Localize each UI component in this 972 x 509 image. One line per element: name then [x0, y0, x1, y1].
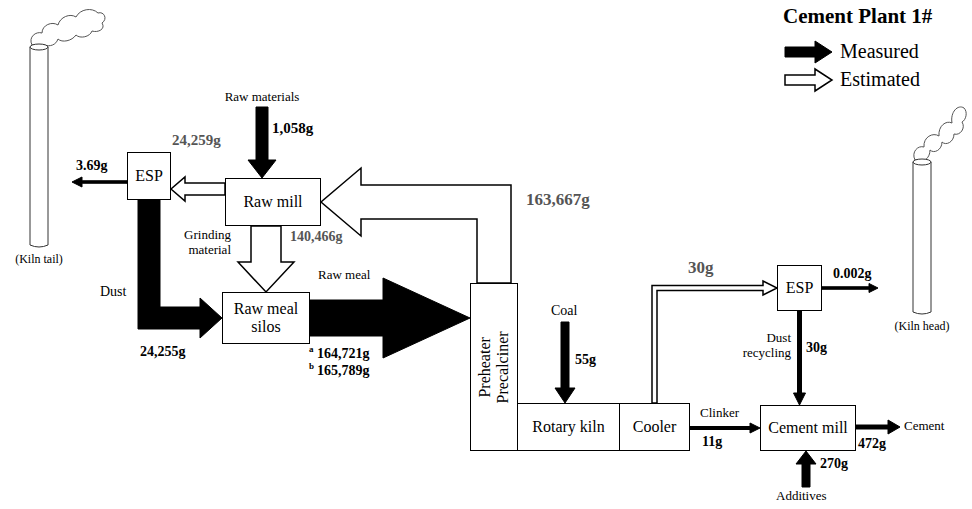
legend-measured-sample: [785, 41, 832, 63]
chimney-label: (Kiln head): [895, 320, 950, 334]
flow-value: 0.002g: [833, 266, 872, 282]
node-label: Raw meal silos: [227, 300, 305, 337]
node-label: Preheater Precalciner: [476, 312, 513, 422]
stack-outline: [913, 162, 931, 314]
estimated-flow-arrow: [171, 177, 225, 201]
additives-arrow: [796, 451, 816, 487]
node-label: ESP: [786, 279, 814, 297]
flow-label: 472g: [858, 436, 886, 452]
flow-value: Raw meal: [318, 268, 370, 283]
process-box: ESP: [777, 265, 822, 311]
node-label: Cement mill: [768, 419, 848, 437]
process-box: ESP: [127, 152, 171, 200]
chimney-stack: (Kiln head): [878, 90, 966, 334]
cement-arrow: [856, 420, 900, 434]
estimated-flow-arrow: [652, 281, 777, 403]
legend-text: Estimated: [840, 68, 920, 90]
measured-flow-arrow: [794, 311, 806, 405]
stack-top: [30, 44, 48, 50]
flow-label: Raw materials: [212, 90, 312, 105]
flow-label: a: [309, 344, 314, 354]
flow-label: Dust recycling: [735, 331, 791, 361]
flow-label: 270g: [820, 456, 848, 472]
measured-flow-arrow: [138, 200, 222, 338]
flow-value: 11g: [702, 434, 722, 450]
plant-title: Cement Plant 1#: [783, 4, 932, 28]
measured-flow-arrow: [822, 284, 878, 293]
coal-arrow: [555, 322, 575, 403]
legend-entry: Estimated: [840, 68, 920, 91]
smoke-outline: [31, 10, 105, 46]
node-label: ESP: [135, 167, 163, 185]
estimated-flow-arrow: [238, 226, 294, 292]
process-box: Cooler: [619, 403, 690, 451]
measured-flow-arrow: [690, 423, 760, 433]
flow-value: 3.69g: [76, 158, 108, 174]
flow-label: Grinding material: [176, 228, 231, 258]
flow-value: 30g: [806, 340, 827, 356]
smoke-outline: [914, 107, 966, 161]
flow-label: Cement: [904, 419, 944, 434]
process-box: Raw mill: [225, 178, 321, 226]
node-label: Rotary kiln: [532, 418, 604, 436]
stack-top: [913, 159, 931, 165]
node-label: Cooler: [633, 418, 677, 436]
flow-value: 24,259g: [172, 132, 221, 149]
chimney-outline: [6, 5, 72, 267]
flow-value: 140,466g: [290, 229, 343, 245]
chimney-outline: [878, 90, 966, 334]
raw-materials-arrow: [248, 107, 276, 178]
process-box: Rotary kiln: [517, 403, 620, 451]
stack-outline: [30, 47, 48, 247]
measured-flow-arrow: [72, 177, 127, 187]
process-box: Cement mill: [760, 405, 856, 451]
flow-label: 165,789g: [317, 363, 370, 379]
flow-label: 55g: [575, 352, 596, 368]
chimney-stack: (Kiln tail): [6, 5, 72, 267]
chimney-label: (Kiln tail): [15, 253, 63, 267]
process-box: Preheater Precalciner: [470, 283, 518, 451]
flow-value: 30g: [688, 258, 714, 278]
flow-label: b: [309, 361, 314, 371]
flow-label: Clinker: [700, 406, 739, 421]
flow-label: Additives: [776, 489, 827, 504]
flow-value: 163,667g: [526, 190, 590, 210]
node-label: Raw mill: [243, 193, 302, 211]
flow-value: 24,255g: [140, 344, 186, 360]
flow-label: Coal: [551, 303, 577, 319]
flow-label: Dust: [100, 284, 126, 300]
flow-label: 164,721g: [317, 346, 370, 362]
estimated-flow-arrow: [321, 168, 511, 283]
process-box: Raw meal silos: [222, 292, 310, 344]
flow-label: 1,058g: [272, 120, 313, 137]
legend-entry: Measured: [840, 40, 919, 63]
legend-text: Measured: [840, 40, 919, 62]
legend-estimated-sample: [785, 69, 832, 91]
